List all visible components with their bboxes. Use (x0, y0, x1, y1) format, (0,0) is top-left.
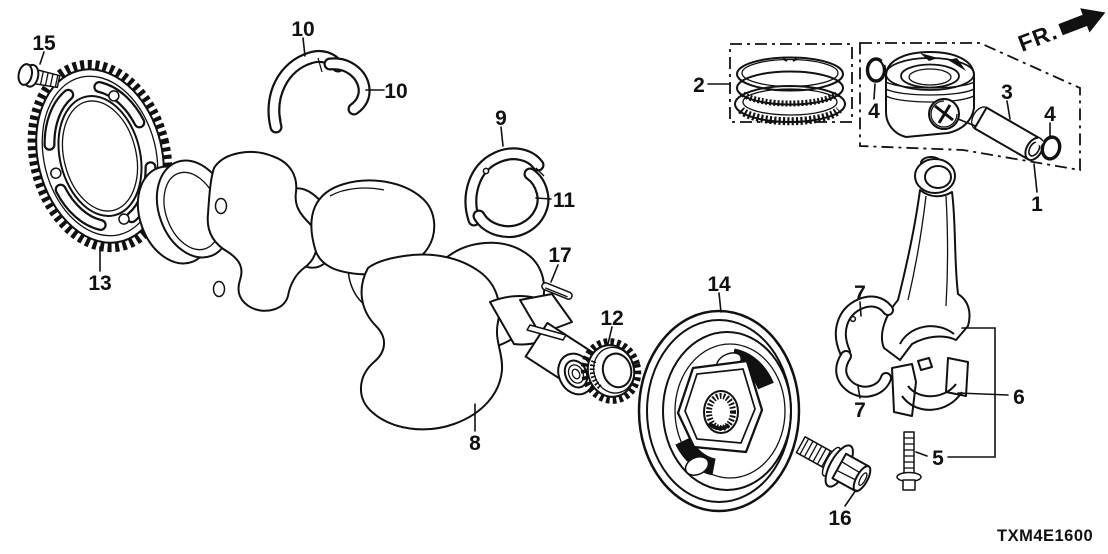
callout-11: 11 (553, 189, 576, 212)
rod-bolt (896, 431, 922, 491)
callout-2: 2 (693, 74, 705, 97)
callout-10-right: 10 (384, 80, 407, 103)
connecting-rod (880, 156, 971, 361)
callout-16: 16 (828, 507, 851, 530)
callout-1: 1 (1031, 193, 1043, 216)
piston (885, 51, 989, 138)
callout-6: 6 (1013, 386, 1025, 409)
callout-5: 5 (932, 447, 944, 470)
fr-label: FR. (1014, 18, 1061, 57)
crank-pulley (637, 309, 801, 513)
fr-direction-indicator: FR. (1014, 8, 1106, 57)
piston-ring-set (734, 56, 846, 126)
callout-14: 14 (707, 273, 731, 296)
drive-plate-bolt (17, 63, 61, 89)
main-bearing-halves (464, 147, 550, 238)
callout-13: 13 (88, 272, 111, 295)
pin-clip-left (865, 56, 891, 83)
callout-8: 8 (469, 432, 481, 455)
woodruff-key (541, 282, 573, 300)
diagram-code: TXM4E1600 (997, 527, 1093, 545)
callout-3: 3 (1001, 81, 1013, 104)
leader-lines (39, 37, 1051, 507)
ring-set-box (729, 43, 853, 123)
timing-gear (580, 338, 642, 404)
callout-4-right: 4 (1044, 103, 1056, 126)
rod-bearing-cap (891, 357, 969, 417)
fr-arrow-icon (1058, 8, 1106, 36)
callout-12: 12 (600, 307, 623, 330)
callout-7-lower: 7 (854, 399, 866, 422)
callout-7-upper: 7 (854, 282, 866, 305)
callout-10-upper: 10 (291, 18, 314, 41)
crankshaft (136, 151, 598, 431)
rod-bearing-halves (835, 295, 894, 398)
callout-17: 17 (548, 244, 571, 267)
callout-4-left: 4 (868, 100, 880, 123)
main-bearing-upper-pair (267, 49, 371, 134)
piston-pin (971, 106, 1045, 162)
pin-clip-right (1035, 135, 1062, 161)
callout-9: 9 (495, 107, 507, 130)
pulley-bolt (795, 436, 872, 493)
callout-15: 15 (32, 32, 56, 55)
piston-assembly-box (859, 42, 1081, 172)
